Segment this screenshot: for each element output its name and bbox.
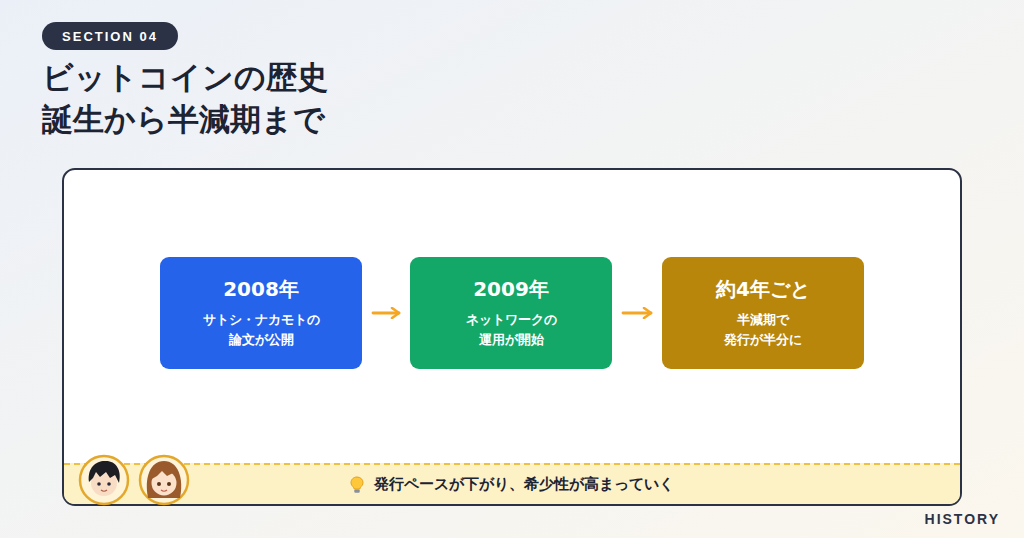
girl-avatar xyxy=(140,456,188,504)
page-title: ビットコインの歴史 誕生から半減期まで xyxy=(42,56,422,140)
avatar-icons xyxy=(78,451,202,509)
note-band: 発行ペースが下がり、希少性が高まっていく xyxy=(64,463,960,504)
flow-arrow xyxy=(373,312,399,315)
process-box: 2008年サトシ・ナカモトの 論文が公開 xyxy=(160,257,362,369)
year-heading: 2009年 xyxy=(473,276,549,302)
note-text: 発行ペースが下がり、希少性が高まっていく xyxy=(374,475,674,494)
event-text: 半減期で 発行が半分に xyxy=(674,310,852,350)
process-box: 約4年ごと半減期で 発行が半分に xyxy=(662,257,864,369)
process-box: 2009年ネットワークの 運用が開始 xyxy=(410,257,612,369)
year-heading: 2008年 xyxy=(223,276,299,302)
flow-arrow xyxy=(623,312,651,315)
section-pill: SECTION 04 xyxy=(42,22,178,50)
section-label: SECTION 04 xyxy=(62,29,158,44)
event-text: サトシ・ナカモトの 論文が公開 xyxy=(172,310,350,350)
section-tag: HISTORY xyxy=(925,511,1000,527)
boy-avatar xyxy=(80,456,128,504)
event-text: ネットワークの 運用が開始 xyxy=(422,310,600,350)
content-panel xyxy=(63,169,961,505)
year-heading: 約4年ごと xyxy=(716,276,810,302)
bulb-icon xyxy=(350,476,364,494)
